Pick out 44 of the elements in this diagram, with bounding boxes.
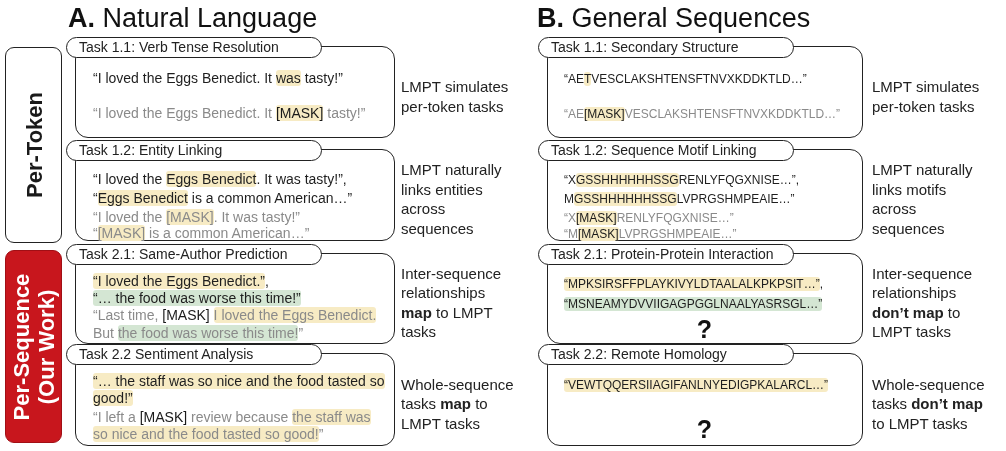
task-title-tab: Task 1.2: Entity Linking [66,140,322,161]
description-text: LMPT simulates per-token tasks [872,76,981,116]
description-text: Whole-sequence tasks map to LMPT tasks [401,374,515,433]
task-title-tab: Task 2.2: Remote Homology [538,344,794,365]
masked-sequence: “AE[MASK]VESCLAKSHTENSFTNVXKDDKTLD…” [564,106,841,123]
masked-sentence: “I loved the Eggs Benedict. It [MASK] tasty!” [93,104,366,122]
task-title-tab: Task 2.2 Sentiment Analysis [66,344,322,365]
description-text: Inter-sequence relationships don’t map to LMPT tasks [872,263,974,342]
task-title-tab: Task 1.1: Verb Tense Resolution [66,37,322,58]
description-text: LMPT naturally links motifs across sequences [872,160,974,238]
example-sentence: “… the food was worse this time!” [93,290,301,308]
masked-sentence: “[MASK] is a common American…” [93,225,310,242]
task-title-tab: Task 1.1: Secondary Structure [538,37,794,58]
description-text: LMPT simulates per-token tasks [401,76,510,116]
example-sentence: “… the staff was so nice and the food tasted so good!” [93,373,386,407]
example-sentence: “I loved the Eggs Benedict. It was tasty!” [93,69,343,87]
task-title-tab: Task 1.2: Sequence Motif Linking [538,140,794,161]
description-text: Whole-sequence tasks don’t map to LMPT tasks [872,374,986,433]
example-sentence: “I loved the Eggs Benedict. It was tasty!”, [93,170,347,188]
example-sentence: “Eggs Benedict is a common American…” [93,189,353,207]
column-heading: A. Natural Language [68,2,318,34]
protein-sequence: “AETVESCLAKSHTENSFTNVXKDDKTLD…” [564,71,807,88]
description-text: Inter-sequence relationships map to LMPT tasks [401,263,503,342]
masked-sentence: “I left a [MASK] review because the staff was so nice and the food tasted so good!” [93,409,372,443]
task-title-tab: Task 2.1: Same-Author Prediction [66,244,322,265]
masked-sentence: “Last time, [MASK] I loved the Eggs Benedict. But the food was worse this time!” [93,307,378,342]
example-sentence: “I loved the Eggs Benedict.”, [93,273,269,291]
masked-sequence: “X[MASK]RENLYFQGXNISE…” [564,210,734,227]
category-label: Per-Token [21,92,46,198]
category-label: Per-Sequence (Our Work) [8,272,59,422]
protein-sequence: “XGSSHHHHHHSSGRENLYFQGXNISE…”, [564,172,800,189]
category-band [5,47,62,243]
category-band [5,250,62,443]
protein-sequence: “MPKSIRSFFPLAYKIVYLDTAALALKPKPSIT…”, [564,276,823,293]
protein-sequence: “MSNEAMYDVVIIGAGPGGLNAALYASRSGL…” [564,296,823,313]
question-mark: ? [696,416,713,442]
masked-sequence: “M[MASK]LVPRGSHMPEAIE…” [564,226,737,243]
protein-sequence: MGSSHHHHHHSSGLVPRGSHMPEAIE…” [564,191,795,208]
column-heading: B. General Sequences [537,2,811,34]
task-title-tab: Task 2.1: Protein-Protein Interaction [538,244,794,265]
masked-sentence: “I loved the [MASK]. It was tasty!” [93,208,300,226]
description-text: LMPT naturally links entities across sequences [401,160,503,238]
protein-sequence: “VEWTQQERSIIAGIFANLNYEDIGPKALARCL…” [564,377,829,394]
question-mark: ? [696,316,713,342]
